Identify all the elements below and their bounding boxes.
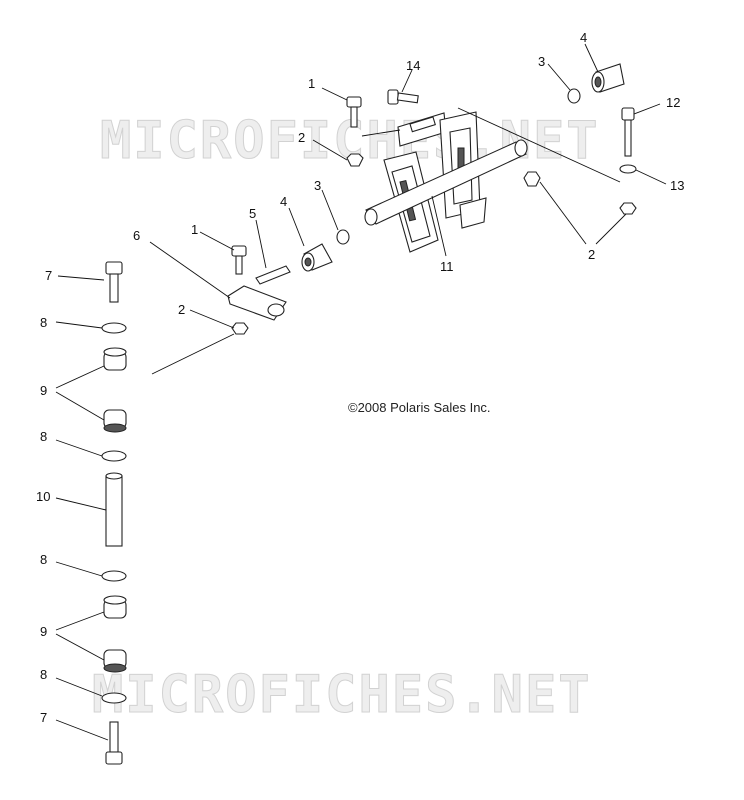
callout-3-middle: 3 — [314, 178, 321, 193]
callout-6: 6 — [133, 228, 140, 243]
washer-part-8d — [101, 692, 127, 704]
spacer-part-top — [591, 63, 625, 93]
watermark-bottom: MICROFICHES.NET — [92, 665, 592, 725]
bushing-part-9d — [103, 649, 127, 673]
callout-8a: 8 — [40, 315, 47, 330]
bolt-part-7-top — [105, 261, 123, 303]
callout-11: 11 — [440, 259, 454, 274]
washer-part-8c — [101, 570, 127, 582]
nut-part-top — [346, 153, 364, 167]
bolt-part-12 — [621, 107, 635, 157]
o-ring-part-top — [567, 88, 581, 104]
callout-2-lower: 2 — [178, 302, 185, 317]
watermark-top: MICROFICHES.NET — [100, 111, 600, 171]
main-bracket-assembly-part — [364, 111, 528, 253]
callout-4-middle: 4 — [280, 194, 287, 209]
callout-1-top: 1 — [308, 76, 315, 91]
bushing-part-9b — [103, 409, 127, 433]
nut-part-right-lower — [619, 202, 637, 215]
bushing-part-9c — [103, 595, 127, 619]
bolt-part-middle — [231, 245, 247, 275]
callout-9-lower: 9 — [40, 624, 47, 639]
nut-part-lower — [231, 322, 249, 335]
callout-7-top: 7 — [45, 268, 52, 283]
callout-9-upper: 9 — [40, 383, 47, 398]
washer-part-13 — [619, 164, 637, 174]
callout-8d: 8 — [40, 667, 47, 682]
callout-12: 12 — [666, 95, 680, 110]
callout-3-top: 3 — [538, 54, 545, 69]
callout-5: 5 — [249, 206, 256, 221]
callout-8c: 8 — [40, 552, 47, 567]
leader-lines — [55, 43, 667, 741]
bolt-part-14 — [387, 89, 419, 105]
callout-13: 13 — [670, 178, 684, 193]
callout-10: 10 — [36, 489, 50, 504]
callout-2-top: 2 — [298, 130, 305, 145]
bolt-part-top — [346, 96, 362, 128]
callout-8b: 8 — [40, 429, 47, 444]
callout-1-middle: 1 — [191, 222, 198, 237]
spacer-part-middle — [301, 243, 333, 272]
nut-part-right-upper — [523, 171, 541, 187]
o-ring-part-middle — [336, 229, 350, 245]
callout-4-top: 4 — [580, 30, 587, 45]
square-shaft-part — [255, 265, 291, 285]
callout-2-right: 2 — [588, 247, 595, 262]
sleeve-part-10 — [105, 472, 123, 547]
callout-14: 14 — [406, 58, 420, 73]
bushing-part-9a — [103, 347, 127, 371]
washer-part-8a — [101, 322, 127, 334]
arm-part — [227, 285, 287, 321]
bolt-part-7-bottom — [105, 721, 123, 765]
callout-7-bottom: 7 — [40, 710, 47, 725]
washer-part-8b — [101, 450, 127, 462]
copyright-text: ©2008 Polaris Sales Inc. — [348, 400, 491, 415]
